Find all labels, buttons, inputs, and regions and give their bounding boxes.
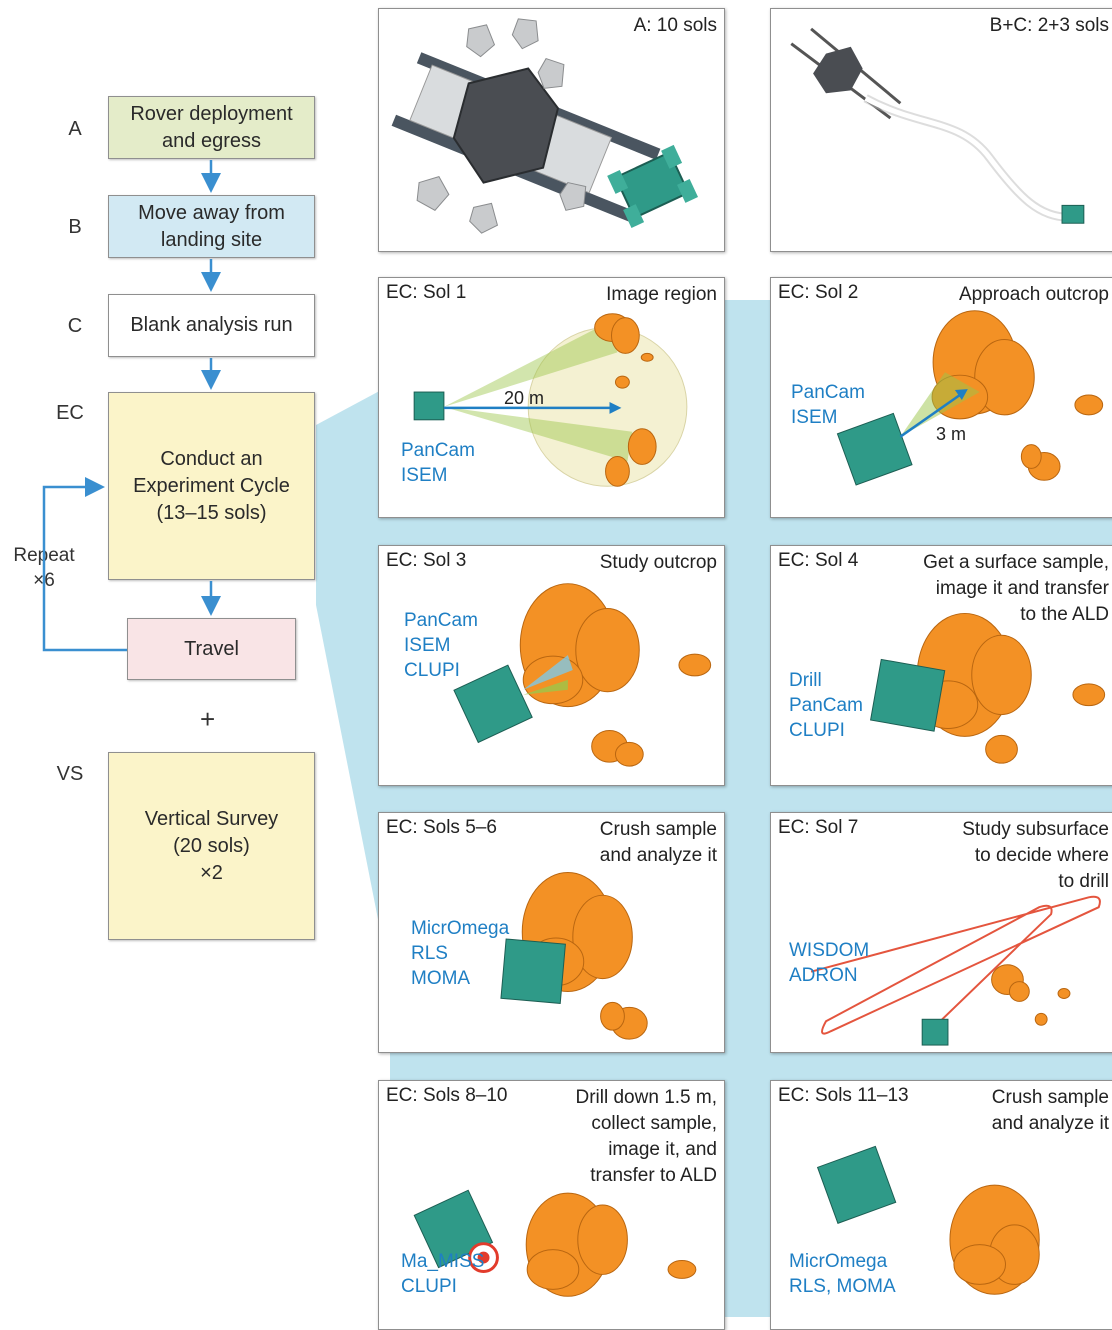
panel-label: EC: Sol 2 [778, 282, 859, 303]
rover-icon [1061, 204, 1085, 224]
instrument-list: PanCam ISEM [791, 382, 865, 428]
step-box-vertical-survey: Vertical Survey (20 sols) ×2 [108, 752, 315, 940]
repeat-label: Repeat ×6 [13, 545, 75, 591]
field-of-view [443, 322, 618, 407]
panel-sol-3: EC: Sol 3 Study outcrop PanCam ISEM CLUP… [378, 545, 725, 786]
rover-icon [500, 938, 566, 1005]
panel-sol-4: EC: Sol 4 Get a surface sample, image it… [770, 545, 1112, 786]
study-outcrop-illustration [453, 583, 712, 767]
rover-icon [413, 391, 445, 421]
instrument-list: PanCam ISEM [401, 440, 475, 486]
step-box-travel: Travel [127, 618, 296, 680]
crush-sample-illustration [500, 872, 648, 1040]
panel-desc: Crush sample and analyze it [991, 1087, 1109, 1134]
panel-deployment: A: 10 sols [378, 8, 725, 252]
step-letter-b: B [68, 216, 82, 238]
distance-label: 3 m [936, 424, 967, 444]
field-of-view [900, 372, 980, 437]
radar-track [810, 895, 1101, 1035]
instrument-list: MicrOmega RLS MOMA [411, 918, 510, 989]
drill-illustration [413, 1189, 697, 1297]
lander-body [813, 46, 863, 94]
panel-desc: Drill down 1.5 m, collect sample, image … [575, 1087, 718, 1186]
instrument-list: PanCam ISEM CLUPI [404, 610, 478, 681]
step-box-blank-analysis: Blank analysis run [108, 294, 315, 357]
step-letter-ec: EC [56, 402, 84, 424]
analyze-illustration [816, 1145, 1040, 1295]
step-letter-c: C [67, 315, 83, 337]
instrument-list: MicrOmega RLS, MOMA [789, 1251, 896, 1297]
plus-sign: + [200, 704, 216, 734]
panel-label: EC: Sols 5–6 [386, 817, 497, 838]
panel-desc: Image region [606, 284, 717, 305]
panel-desc: A: 10 sols [633, 15, 717, 36]
panel-desc: Study outcrop [599, 552, 717, 573]
panel-label: EC: Sols 11–13 [778, 1085, 909, 1106]
rover-icon [921, 1018, 949, 1046]
panel-desc: Approach outcrop [959, 284, 1109, 305]
traverse-illustration [790, 27, 1085, 224]
image-region-illustration [413, 313, 688, 487]
panel-sol-7: EC: Sol 7 Study subsurface to decide whe… [770, 812, 1112, 1053]
panel-sol-1: EC: Sol 1 Image region 20 m PanCam ISEM [378, 277, 725, 518]
rover-icon [453, 664, 533, 744]
subsurface-illustration [810, 895, 1101, 1046]
lander-body [452, 67, 560, 184]
step-box-experiment-cycle: Conduct an Experiment Cycle (13–15 sols) [108, 392, 315, 580]
step-letter-a: A [68, 118, 82, 140]
panel-move-away: B+C: 2+3 sols [770, 8, 1112, 252]
field-of-view [443, 406, 633, 462]
lander-illustration [391, 18, 699, 234]
rover-icon [607, 144, 699, 229]
step-box-rover-deployment: Rover deployment and egress [108, 96, 315, 159]
rover-icon [836, 412, 913, 486]
panel-sol-2: EC: Sol 2 Approach outcrop 3 m PanCam IS… [770, 277, 1112, 518]
panel-desc: Crush sample and analyze it [599, 819, 717, 866]
instrument-list: Drill PanCam CLUPI [789, 670, 863, 741]
panel-label: EC: Sol 7 [778, 817, 859, 838]
step-box-move-away: Move away from landing site [108, 195, 315, 258]
approach-illustration [836, 310, 1104, 486]
panel-desc: Study subsurface to decide where to dril… [962, 819, 1109, 892]
distance-label: 20 m [504, 388, 545, 408]
distance-arrow [899, 394, 961, 438]
step-letter-vs: VS [56, 763, 84, 785]
traverse-path [863, 94, 1070, 222]
panel-label: EC: Sol 4 [778, 550, 859, 571]
instrument-list: WISDOM ADRON [789, 940, 870, 986]
panel-sols-5-6: EC: Sols 5–6 Crush sample and analyze it… [378, 812, 725, 1053]
panel-label: EC: Sol 3 [386, 550, 467, 571]
rover-icon [870, 658, 946, 732]
rover-icon [816, 1145, 897, 1224]
surface-sample-illustration [870, 612, 1106, 764]
panel-sols-11-13: EC: Sols 11–13 Crush sample and analyze … [770, 1080, 1112, 1330]
panel-label: EC: Sols 8–10 [386, 1085, 508, 1106]
field-of-view [523, 655, 573, 690]
panel-desc: Get a surface sample, image it and trans… [923, 552, 1109, 625]
instrument-list: Ma_MISS CLUPI [401, 1251, 485, 1297]
panel-sols-8-10: EC: Sols 8–10 Drill down 1.5 m, collect … [378, 1080, 725, 1330]
panel-desc: B+C: 2+3 sols [989, 15, 1109, 36]
panel-label: EC: Sol 1 [386, 282, 467, 303]
